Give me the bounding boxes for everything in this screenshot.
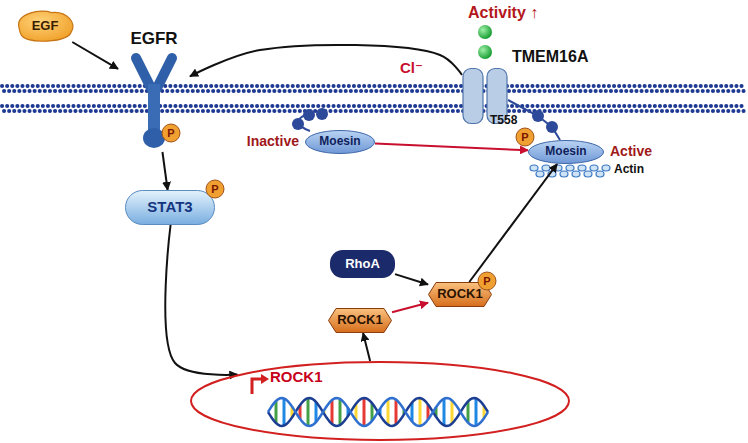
node-text: Moesin — [319, 135, 360, 148]
dna-rung — [283, 398, 286, 425]
dna-rung — [467, 401, 470, 422]
dna-rung — [475, 398, 478, 425]
node-text: ROCK1 — [437, 287, 483, 301]
actin-bead — [590, 165, 598, 171]
transcription-arrow — [252, 374, 269, 394]
kinase-hexagon: ROCK1 — [328, 308, 392, 333]
actin-bead — [542, 165, 550, 171]
receptor-shape: EGFR P — [118, 28, 190, 152]
ligand-blob: EGF — [14, 10, 76, 42]
actin-bead — [578, 165, 586, 171]
signal-arrow — [72, 42, 118, 69]
nucleus-oval-outline — [190, 361, 570, 441]
dna-helix — [268, 398, 488, 426]
dna-rung — [443, 399, 446, 426]
dna-rung — [275, 401, 278, 423]
signal-arrow — [375, 144, 528, 151]
node-text: Active — [610, 144, 652, 159]
node-text: STAT3 — [147, 199, 192, 216]
moesin-tail-inactive — [292, 108, 328, 131]
actin-bead — [536, 171, 544, 177]
dna-rung — [419, 398, 422, 426]
node-text: P — [167, 127, 174, 139]
actin-bead — [530, 165, 538, 171]
ion-label: Cl⁻ — [398, 60, 425, 77]
dna-rung — [331, 400, 334, 424]
node-text: P — [483, 275, 490, 287]
dna-rung — [395, 400, 398, 425]
phospho-circle: P — [162, 124, 180, 142]
actin-bead — [602, 165, 610, 171]
ion-channel-outline — [462, 68, 508, 124]
signal-arrow — [162, 152, 167, 190]
node-text: ROCK1 — [337, 313, 383, 327]
signal-arrow — [190, 45, 462, 76]
node-text: ROCK1 — [270, 369, 323, 386]
actin-bead — [566, 165, 574, 171]
node-text: RhoA — [345, 257, 380, 271]
node-text: P — [211, 183, 218, 195]
signal-arrow — [395, 274, 428, 284]
actin-bead — [560, 171, 568, 177]
dna-rung — [307, 398, 310, 426]
actin-bead — [584, 171, 592, 177]
dna-strand — [268, 398, 488, 426]
dna-rung — [339, 399, 342, 425]
gtpase-blob: RhoA — [330, 250, 395, 278]
node-text: EGF — [32, 19, 59, 33]
ion-channel: TMEM16A — [462, 68, 508, 124]
signal-arrow — [165, 225, 237, 375]
nucleus-oval: ROCK1 — [190, 361, 570, 441]
phospho-circle: P — [516, 128, 534, 146]
node-text: EGFR — [130, 30, 177, 49]
cell-membrane — [2, 86, 746, 111]
signal-arrow — [469, 164, 557, 282]
moesin-ellipse: MoesinActiveP — [528, 140, 604, 164]
node-text: Moesin — [545, 145, 586, 158]
part-label: Actin — [614, 163, 644, 176]
actin-bead — [572, 171, 580, 177]
dna-strand — [268, 398, 488, 426]
protein-capsule: STAT3P — [125, 190, 215, 225]
kinase-hexagon: ROCK1P — [428, 282, 492, 307]
dna-rung — [387, 399, 390, 424]
node-text: Inactive — [247, 134, 299, 149]
node-text: TMEM16A — [512, 48, 588, 66]
chloride-ions — [478, 25, 492, 59]
node-text: P — [521, 131, 528, 143]
phospho-circle: P — [206, 180, 224, 198]
actin-filament — [530, 165, 610, 177]
activity-note: Activity ↑ — [468, 4, 538, 22]
moesin-ellipse: InactiveMoesin — [305, 130, 375, 154]
dna-rung — [451, 400, 454, 423]
signal-arrow — [363, 333, 370, 361]
dna-rung — [363, 398, 366, 426]
actin-bead — [596, 171, 604, 177]
signal-arrow — [392, 303, 428, 312]
